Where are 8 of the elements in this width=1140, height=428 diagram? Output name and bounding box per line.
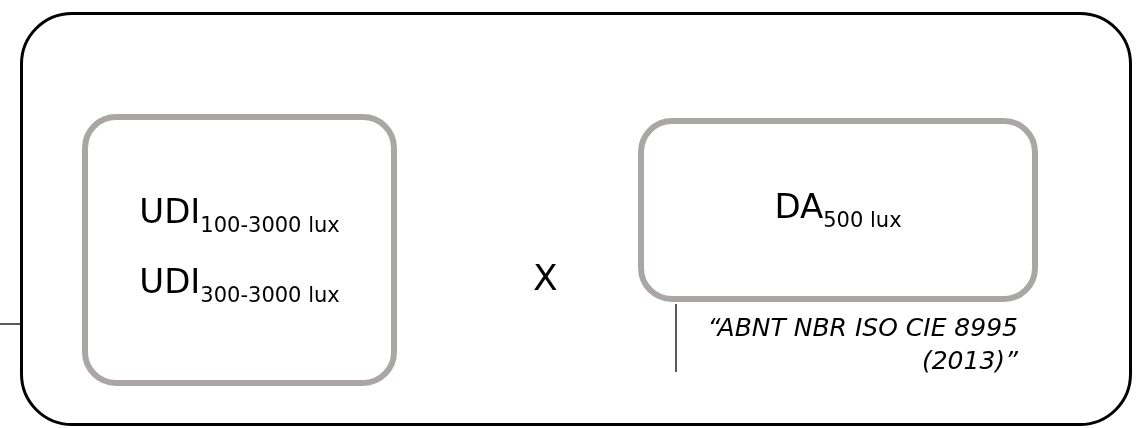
- multiplication-sign: X: [533, 260, 558, 296]
- formula-text: UDI$_{100-3000 lux}$: [139, 193, 340, 236]
- formula-text: DA$_{500 lux}$: [774, 188, 902, 232]
- rounded-box: [638, 118, 1038, 302]
- rounded-box: [82, 114, 397, 386]
- formula-text: UDI$_{300-3000 lux}$: [139, 264, 340, 307]
- rounded-frame: [20, 12, 1132, 426]
- citation-text: “ABNT NBR ISO CIE 8995 (2013)”: [706, 312, 1018, 377]
